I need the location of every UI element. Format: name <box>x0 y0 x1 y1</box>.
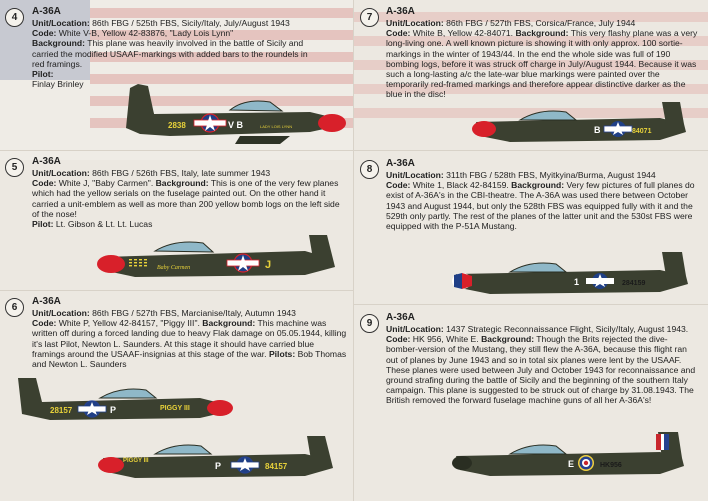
column-divider <box>353 0 354 501</box>
nose-art-name: PIGGY III <box>160 405 190 412</box>
unit-location: Unit/Location: 86th FBG / 525th FBS, Sic… <box>32 18 290 28</box>
code-letters: V B <box>228 120 244 130</box>
code-line: Code: White V-B, Yellow 42-83876, "Lady … <box>32 28 234 39</box>
row-divider-left-1 <box>0 150 353 151</box>
serial-number: 2838 <box>168 121 186 130</box>
entry-8-text: A-36A Unit/Location: 311th FBG / 528th F… <box>386 158 702 231</box>
entry-number-badge: 4 <box>5 8 24 27</box>
entry-number-badge: 7 <box>360 8 379 27</box>
aircraft-profile-6-left: 28157 P PIGGY III <box>18 378 233 420</box>
aircraft-profile-4: 2838 V B LADY LOIS LYNN <box>126 84 346 144</box>
code-background: Code: White 1, Black 42-84159. Backgroun… <box>386 180 695 232</box>
entry-title: A-36A <box>32 156 61 167</box>
entry-5-text: A-36A Unit/Location: 86th FBG / 526th FB… <box>32 156 348 229</box>
unit-location: Unit/Location: 86th FBG / 527th FBS, Mar… <box>32 308 296 318</box>
background-text: Background: This plane was heavily invol… <box>32 38 308 69</box>
entry-title: A-36A <box>386 312 415 323</box>
row-divider-right-2 <box>354 304 708 305</box>
aircraft-profile-5: Baby Carmen J <box>97 235 335 277</box>
pilot-label: Pilot: <box>32 69 54 80</box>
aircraft-profile-9: E HK956 <box>452 432 684 476</box>
entry-number-badge: 6 <box>5 298 24 317</box>
code-letters: 1 <box>574 277 579 287</box>
serial-number: 28157 <box>50 406 73 415</box>
row-divider-right-1 <box>354 150 708 151</box>
code-letters: B <box>594 125 601 135</box>
entry-title: A-36A <box>386 158 415 169</box>
code-letters: P <box>215 461 221 471</box>
code-background: Code: White B, Yellow 42-84071. Backgrou… <box>386 28 698 100</box>
nose-art-name-right: PIGGY III <box>123 458 149 464</box>
row-divider-left-2 <box>0 290 353 291</box>
entry-title: A-36A <box>386 6 415 17</box>
entry-title: A-36A <box>32 6 61 17</box>
entry-4-text: A-36A Unit/Location: 86th FBG / 525th FB… <box>32 6 332 89</box>
entry-6-text: A-36A Unit/Location: 86th FBG / 527th FB… <box>32 296 348 369</box>
entry-number-badge: 8 <box>360 160 379 179</box>
code-letters: P <box>110 405 116 415</box>
aircraft-profile-6-right: PIGGY III P 84157 <box>98 436 333 478</box>
code-background: Code: White P, Yellow 42-84157, "Piggy I… <box>32 318 347 370</box>
code-background: Code: White J, "Baby Carmen". Background… <box>32 178 340 219</box>
serial-number: HK956 <box>600 462 622 469</box>
pilot-name: Finlay Brinley <box>32 79 84 90</box>
pilot-line: Pilot: Lt. Gibson & Lt. Lt. Lucas <box>32 219 153 230</box>
nose-art-name: Baby Carmen <box>157 265 190 271</box>
serial-number: 284159 <box>622 280 645 287</box>
unit-location: Unit/Location: 86th FBG / 527th FBS, Cor… <box>386 18 636 28</box>
code-letters: J <box>265 259 271 271</box>
entry-title: A-36A <box>32 296 61 307</box>
serial-number: 84071 <box>632 128 652 135</box>
unit-location: Unit/Location: 1437 Strategic Reconnaiss… <box>386 324 696 406</box>
unit-location: Unit/Location: 86th FBG / 526th FBS, Ita… <box>32 168 271 178</box>
code-letters: E <box>568 459 574 469</box>
nose-art-name: LADY LOIS LYNN <box>260 124 292 129</box>
entry-number-badge: 5 <box>5 158 24 177</box>
entry-number-badge: 9 <box>360 314 379 333</box>
aircraft-profile-8: 1 284159 <box>452 252 688 294</box>
entry-7-text: A-36A Unit/Location: 86th FBG / 527th FB… <box>386 6 702 100</box>
entry-9-text: A-36A Unit/Location: 1437 Strategic Reco… <box>386 312 702 406</box>
aircraft-profile-7: B 84071 <box>472 102 686 142</box>
unit-location: Unit/Location: 311th FBG / 528th FBS, My… <box>386 170 656 180</box>
serial-number: 84157 <box>265 462 288 471</box>
us-flag-watermark-right <box>354 12 708 118</box>
